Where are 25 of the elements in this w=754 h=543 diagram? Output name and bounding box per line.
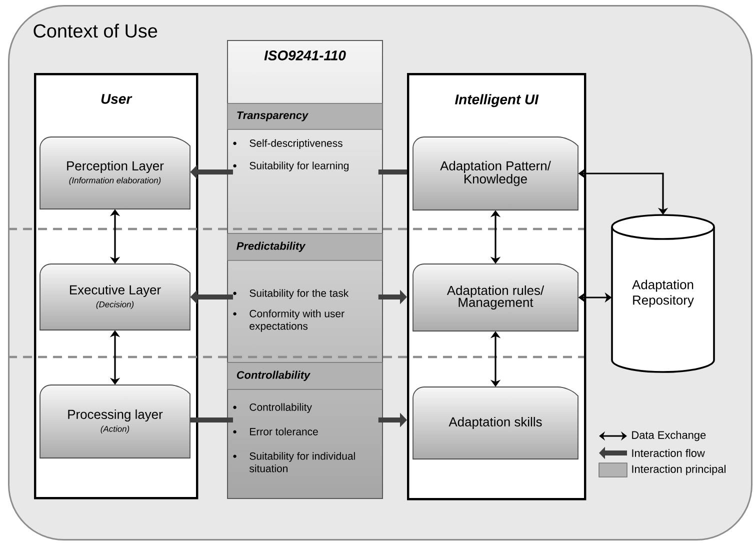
database-cylinder: Adaptation Repository	[611, 214, 715, 373]
legend-label: Interaction principal	[632, 464, 726, 476]
flow-bar	[190, 418, 233, 422]
flow-bar	[378, 170, 407, 174]
bullet-list: Self-descriptiveness Suitability for learning	[233, 139, 349, 172]
layer-box: Adaptation rules/ Management	[412, 264, 578, 332]
principle-band: Transparency	[227, 103, 383, 130]
layer-box: Executive Layer (Decision)	[40, 264, 190, 330]
node-label: Conformity with user expectations	[250, 310, 344, 332]
node-label: Self-descriptiveness	[250, 139, 342, 149]
legend-label: Data Exchange	[632, 430, 706, 442]
bullet-list: Controllability Error tolerance Suitability for individual situation	[233, 403, 355, 472]
layer-box: Adaptation Pattern/ Knowledge	[412, 136, 578, 210]
layer-box: Perception Layer (Information elaboration)	[40, 136, 190, 210]
principle-band: Predictability	[227, 232, 383, 261]
node-label: Suitability for learning	[250, 162, 349, 172]
layer-box: Processing layer (Action)	[40, 384, 190, 458]
node-label: Suitability for individual situation	[250, 452, 355, 472]
principle-band: Controllability	[227, 362, 383, 390]
bullet-list: Suitability for the task Conformity with user expectations	[233, 289, 349, 332]
node-label: Suitability for the task	[250, 289, 349, 299]
legend-label: Interaction flow	[632, 448, 705, 458]
node-label: Controllability	[250, 403, 312, 413]
layer-box: Adaptation skills	[412, 386, 578, 460]
node-label: Error tolerance	[250, 428, 318, 436]
